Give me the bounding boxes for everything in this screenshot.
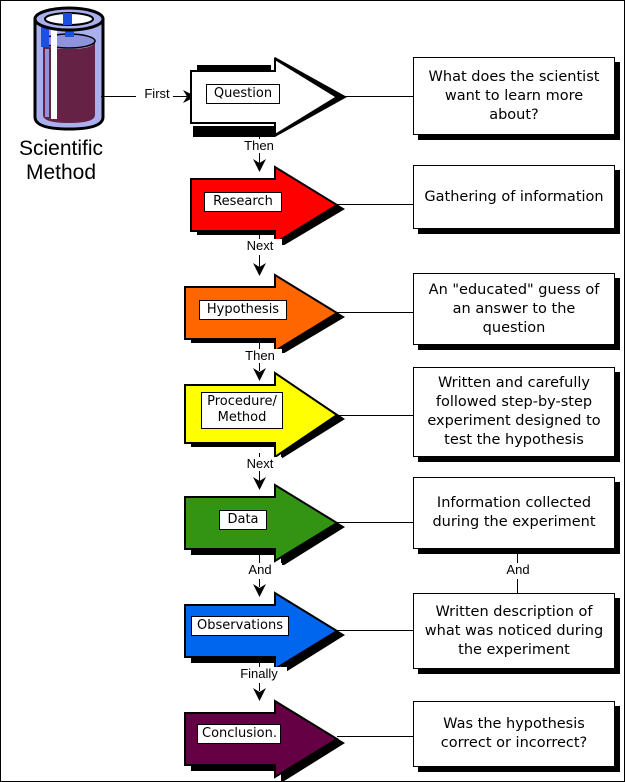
page-title: Scientific Method	[1, 137, 121, 185]
connector-then-1-label: Then	[237, 139, 281, 153]
connector-finally-line-top	[259, 661, 260, 667]
connector-and-right-line-top	[517, 553, 518, 565]
flow-arrow-label-observations: Observations	[191, 616, 289, 636]
connector-then-2-line-top	[259, 343, 260, 353]
flow-arrow-label-data: Data	[219, 510, 267, 530]
connector-and-1-line-top	[259, 553, 260, 563]
connector-research-to-info	[335, 204, 413, 205]
connector-data-to-info	[337, 522, 413, 523]
beaker-icon	[21, 5, 117, 133]
connector-then-2-line-bottom	[259, 363, 260, 371]
first-connector-line-left	[101, 96, 147, 97]
info-box-question: What does the scientist want to learn mo…	[413, 57, 615, 135]
info-box-data: Information collected during the experim…	[413, 477, 615, 549]
arrowhead-down-icon	[252, 367, 267, 386]
info-box-observations: Written description of what was noticed …	[413, 593, 615, 669]
flow-arrow-label-research: Research	[204, 192, 282, 212]
arrowhead-down-icon	[252, 583, 267, 602]
arrowhead-down-icon	[252, 687, 267, 706]
arrowhead-down-icon	[252, 262, 267, 281]
flow-arrow-label-hypothesis: Hypothesis	[199, 300, 287, 320]
connector-finally-label: Finally	[231, 667, 287, 681]
connector-and-right-line-bottom	[517, 579, 518, 593]
flow-arrow-label-question: Question	[206, 84, 280, 104]
info-box-procedure: Written and carefully followed step-by-s…	[413, 367, 615, 457]
arrowhead-down-icon	[252, 158, 267, 177]
flow-arrow-label-procedure: Procedure/ Method	[201, 392, 283, 429]
connector-and-1-line-bottom	[259, 579, 260, 587]
info-box-hypothesis: An "educated" guess of an answer to the …	[413, 273, 615, 345]
page-title-line2: Method	[25, 161, 97, 184]
connector-next-2-label: Next	[238, 457, 282, 471]
connector-next-2-line-top	[259, 453, 260, 459]
page-title-line1: Scientific	[18, 137, 104, 160]
connector-question-to-info	[335, 96, 413, 97]
connector-then-2-label: Then	[238, 349, 282, 363]
arrowhead-down-icon	[252, 476, 267, 495]
flow-arrow-label-conclusion: Conclusion.	[197, 724, 281, 744]
connector-next-2-line-bottom	[259, 471, 260, 481]
first-connector-line-right	[173, 96, 189, 97]
connector-then-1-line-bottom	[259, 153, 260, 163]
connector-and-right-label: And	[496, 563, 540, 577]
connector-finally-line-bottom	[259, 683, 260, 691]
info-box-research: Gathering of information	[413, 165, 615, 229]
connector-next-1-label: Next	[238, 239, 282, 253]
first-connector-label: First	[136, 87, 178, 101]
connector-procedure-to-info	[337, 415, 413, 416]
connector-and-1-label: And	[238, 563, 282, 577]
info-box-conclusion: Was the hypothesis correct or incorrect?	[413, 701, 615, 767]
arrowhead-right-icon	[183, 89, 197, 108]
connector-observations-to-info	[337, 630, 413, 631]
connector-hypothesis-to-info	[335, 312, 413, 313]
connector-conclusion-to-info	[337, 736, 413, 737]
connector-next-1-line-bottom	[259, 255, 260, 267]
